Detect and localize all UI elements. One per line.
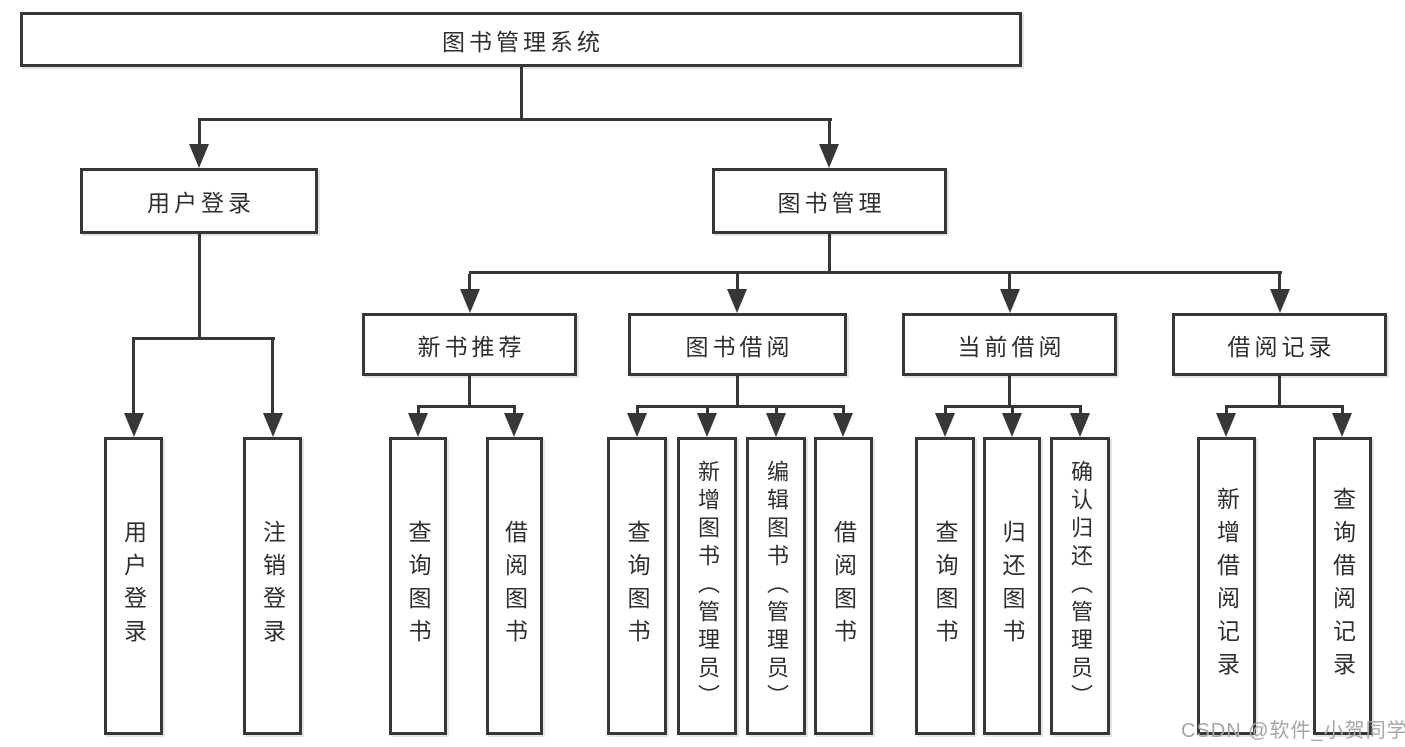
connector-line (828, 234, 831, 274)
arrow-down-icon (263, 413, 283, 437)
leaf-return-books: 归还图书 (983, 437, 1041, 735)
connector-line (468, 274, 471, 291)
connector-line (468, 376, 471, 407)
connector-line (1278, 376, 1281, 407)
connector-line (1008, 274, 1011, 291)
connector-line (513, 407, 516, 415)
connector-line (828, 120, 831, 146)
arrow-down-icon (1000, 289, 1020, 313)
leaf-query-books-borrowing: 查询图书 (607, 437, 667, 735)
connector-line (1278, 274, 1281, 291)
node-label: 注销登录 (259, 520, 286, 652)
node-new-book-recommend: 新书推荐 (362, 313, 577, 376)
leaf-confirm-return-admin: 确认归还（管理员） (1050, 437, 1110, 735)
arrow-down-icon (124, 413, 144, 437)
connector-line (417, 407, 420, 415)
arrow-down-icon (627, 413, 647, 437)
node-label: 图书管理系统 (442, 28, 604, 55)
watermark-text: CSDN @软件_小贺同学 (1181, 720, 1405, 742)
connector-line (636, 405, 845, 408)
connector-line (736, 274, 739, 291)
arrow-down-icon (697, 413, 717, 437)
leaf-query-books-recommend: 查询图书 (389, 437, 447, 735)
connector-line (198, 234, 201, 339)
node-label: 新书推荐 (417, 333, 526, 360)
arrow-down-icon (1070, 413, 1090, 437)
arrow-down-icon (833, 413, 853, 437)
arrow-down-icon (935, 413, 955, 437)
arrow-down-icon (766, 413, 786, 437)
node-label: 归还图书 (999, 520, 1025, 652)
leaf-borrow-books-recommend: 借阅图书 (486, 437, 543, 735)
connector-line (132, 337, 275, 340)
leaf-query-borrow-record: 查询借阅记录 (1313, 437, 1372, 735)
arrow-down-icon (1216, 413, 1236, 437)
node-book-management: 图书管理 (712, 168, 947, 234)
connector-line (706, 407, 709, 415)
node-user-login: 用户登录 (80, 168, 318, 234)
connector-line (944, 407, 947, 415)
arrow-down-icon (189, 144, 209, 168)
leaf-add-borrow-record: 新增借阅记录 (1197, 437, 1256, 735)
connector-line (417, 405, 516, 408)
node-label: 借阅记录 (1227, 333, 1336, 360)
leaf-query-books-current: 查询图书 (915, 437, 975, 735)
node-label: 查询借阅记录 (1329, 487, 1356, 685)
node-label: 用户登录 (120, 520, 147, 652)
node-book-management-system: 图书管理系统 (20, 12, 1022, 67)
node-borrowing-records: 借阅记录 (1172, 313, 1387, 376)
connector-line (1079, 407, 1082, 415)
node-label: 查询图书 (932, 520, 958, 652)
arrow-down-icon (727, 289, 747, 313)
leaf-user-login: 用户登录 (104, 437, 163, 735)
connector-line (520, 67, 523, 120)
node-current-borrowing: 当前借阅 (902, 313, 1117, 376)
node-label: 新增图书（管理员） (695, 460, 720, 712)
connector-line (736, 376, 739, 407)
leaf-borrow-books-borrowing: 借阅图书 (814, 437, 873, 735)
connector-line (1225, 405, 1344, 408)
node-label: 确认归还（管理员） (1068, 460, 1093, 712)
arrow-down-icon (819, 144, 839, 168)
node-label: 当前借阅 (957, 333, 1066, 360)
node-label: 图书管理 (777, 190, 886, 216)
node-label: 查询图书 (405, 520, 431, 652)
connector-line (271, 339, 274, 415)
arrow-down-icon (1002, 413, 1022, 437)
node-label: 借阅图书 (830, 520, 857, 652)
connector-line (469, 271, 1282, 274)
leaf-logout: 注销登录 (243, 437, 302, 735)
arrow-down-icon (408, 413, 428, 437)
node-label: 借阅图书 (501, 520, 528, 652)
node-label: 图书借阅 (685, 333, 794, 360)
connector-line (636, 407, 639, 415)
arrow-down-icon (504, 413, 524, 437)
arrow-down-icon (460, 289, 480, 313)
connector-line (944, 405, 1082, 408)
connector-line (198, 118, 832, 121)
connector-line (1225, 407, 1228, 415)
connector-line (775, 407, 778, 415)
connector-line (1008, 376, 1011, 407)
node-book-borrowing: 图书借阅 (628, 313, 847, 376)
connector-line (842, 407, 845, 415)
connector-line (1341, 407, 1344, 415)
node-label: 用户登录 (147, 190, 255, 216)
connector-line (132, 339, 135, 415)
node-label: 查询图书 (624, 520, 650, 652)
node-label: 编辑图书（管理员） (764, 460, 789, 712)
leaf-edit-books-admin: 编辑图书（管理员） (746, 437, 806, 735)
connector-line (1011, 407, 1014, 415)
leaf-add-books-admin: 新增图书（管理员） (677, 437, 737, 735)
arrow-down-icon (1332, 413, 1352, 437)
arrow-down-icon (1270, 289, 1290, 313)
node-label: 新增借阅记录 (1213, 487, 1240, 685)
connector-line (198, 120, 201, 146)
